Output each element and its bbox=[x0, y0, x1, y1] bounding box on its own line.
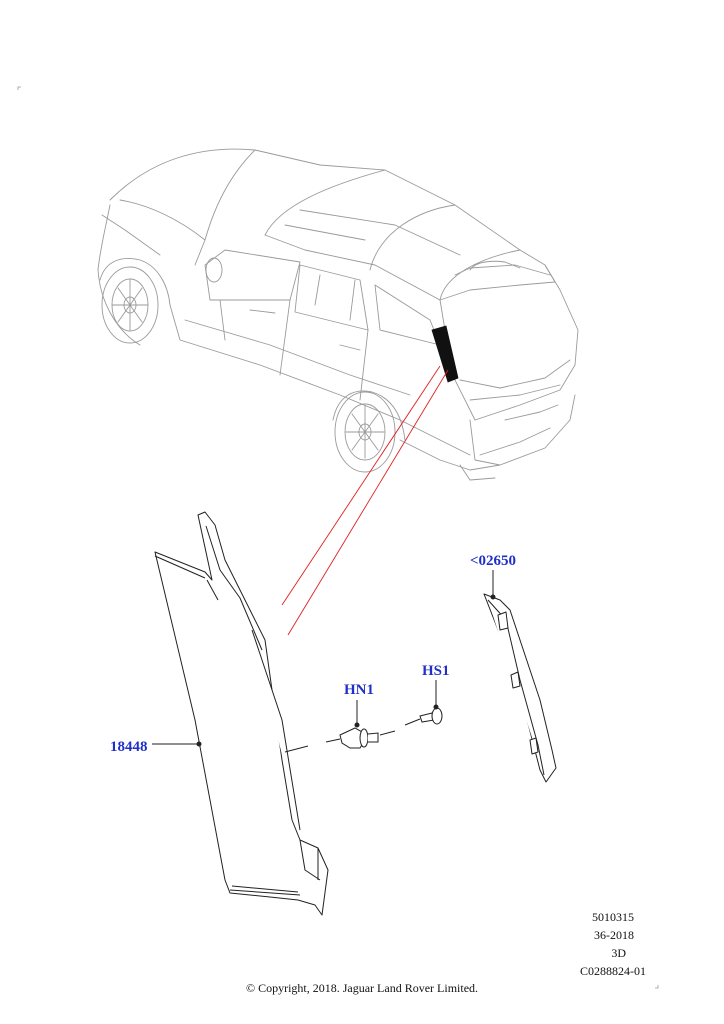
fastener-hn1 bbox=[339, 727, 379, 749]
fastener-hs1 bbox=[419, 707, 443, 725]
crop-mark-top-left bbox=[17, 86, 21, 90]
reference-line-4: C0288824-01 bbox=[580, 964, 646, 978]
callout-hs1[interactable]: HS1 bbox=[422, 663, 450, 679]
callout-leaders bbox=[152, 570, 496, 747]
callout-hn1[interactable]: HN1 bbox=[344, 682, 374, 698]
callout-18448[interactable]: 18448 bbox=[110, 739, 148, 755]
leader-lines bbox=[281, 365, 449, 636]
trim-strip-part bbox=[483, 593, 557, 783]
reference-line-2: 36-2018 bbox=[594, 928, 634, 942]
crop-mark-bottom-right bbox=[655, 985, 659, 989]
copyright-notice: © Copyright, 2018. Jaguar Land Rover Lim… bbox=[245, 981, 479, 995]
callout-02650[interactable]: <02650 bbox=[470, 553, 517, 569]
vehicle-illustration bbox=[97, 148, 579, 481]
reference-line-3: 3D bbox=[611, 946, 626, 960]
reference-line-1: 5010315 bbox=[592, 910, 634, 924]
pillar-trim-panel bbox=[154, 511, 329, 916]
assembly-lines bbox=[284, 718, 421, 753]
highlighted-trim-on-vehicle bbox=[431, 325, 459, 383]
